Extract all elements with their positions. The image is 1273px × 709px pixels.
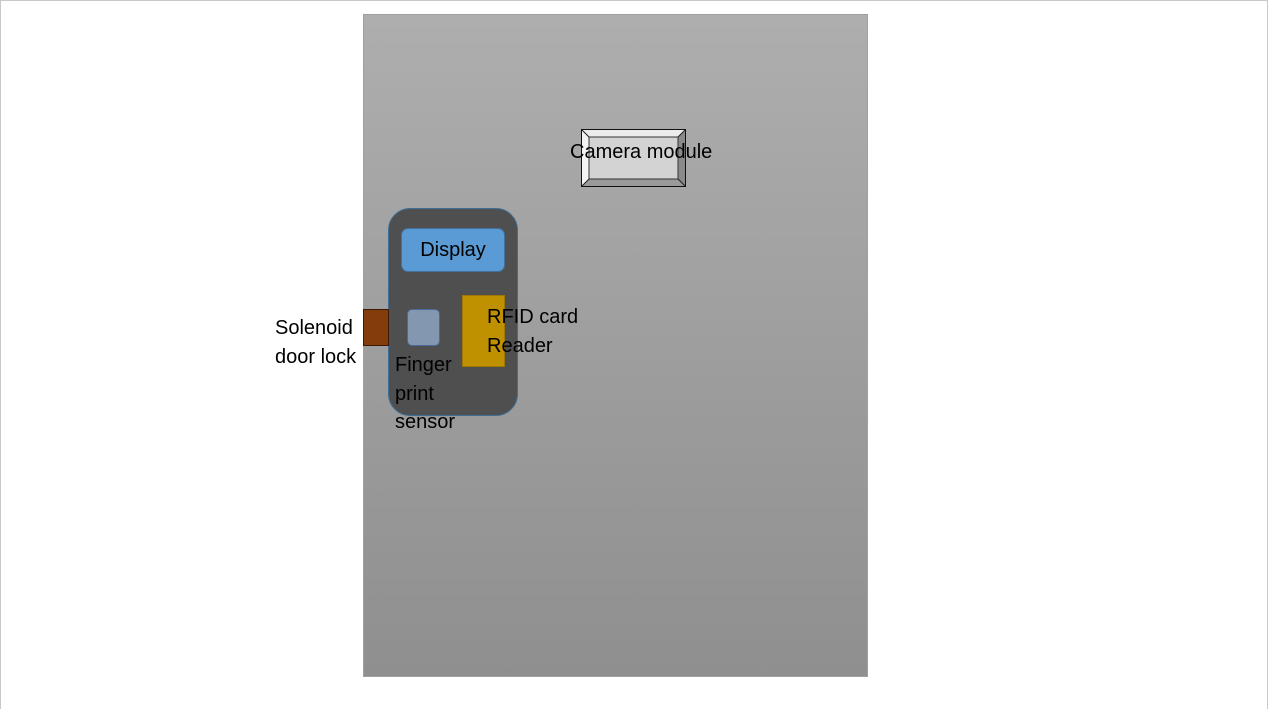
page-border <box>0 0 1 709</box>
fingerprint-label-line: print <box>395 382 434 405</box>
rfid-label-line: Reader <box>487 334 553 357</box>
fingerprint-label-line: sensor <box>395 411 456 433</box>
camera-bevel-lines <box>582 130 685 186</box>
fingerprint-sensor <box>407 309 440 346</box>
page-border <box>1267 0 1268 709</box>
rfid-label: RFID card Reader <box>487 303 578 360</box>
camera-module-label: Camera module <box>570 141 713 163</box>
fingerprint-label-line: Finger <box>395 354 452 376</box>
solenoid-label: Solenoid door lock <box>275 314 356 371</box>
camera-module-shape <box>581 129 686 187</box>
solenoid-label-line: Solenoid <box>275 317 353 339</box>
fingerprint-label: Finger print sensor <box>395 351 455 437</box>
display-label: Display <box>420 238 486 261</box>
solenoid-label-line: door lock <box>275 345 357 368</box>
display-screen: Display <box>401 228 505 272</box>
rfid-card-reader <box>462 295 505 367</box>
page-border <box>0 0 1268 1</box>
rfid-label-line: RFID card <box>487 306 579 328</box>
solenoid-door-lock <box>363 309 389 346</box>
